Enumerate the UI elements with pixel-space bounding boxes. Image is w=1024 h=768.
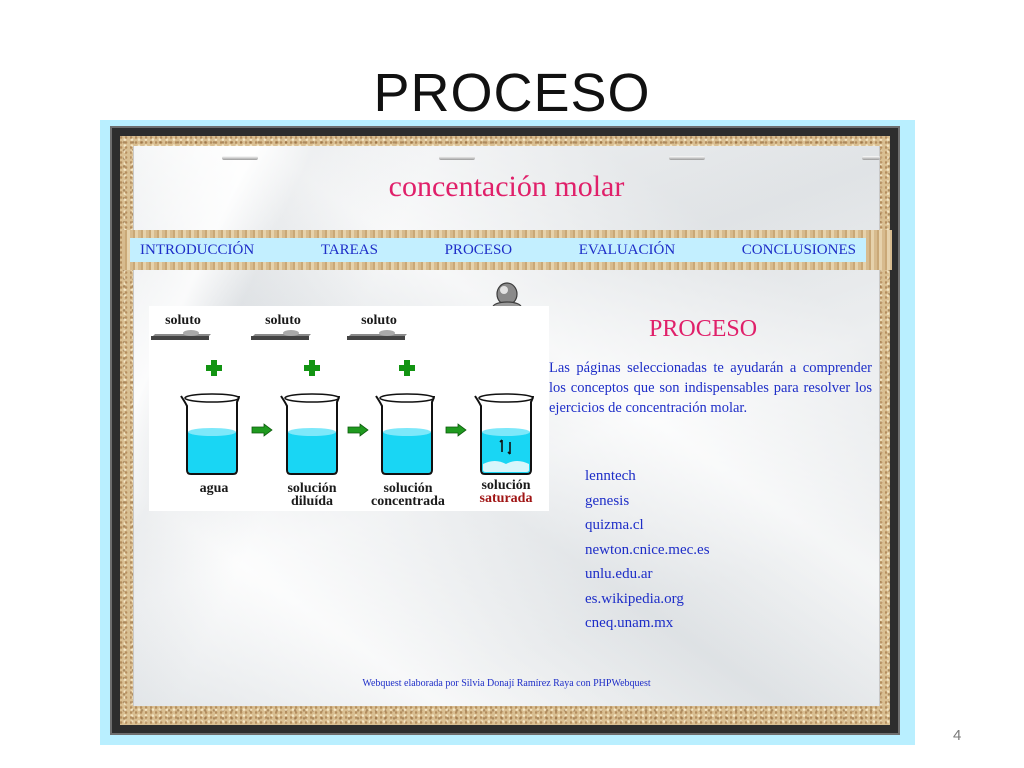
clip-icon <box>862 156 880 160</box>
link-wikipedia[interactable]: es.wikipedia.org <box>585 590 684 607</box>
solute-label: soluto <box>165 313 201 328</box>
nav-link-tareas[interactable]: TAREAS <box>320 241 378 258</box>
diagram-graphics <box>151 330 534 475</box>
nav-bar: INTRODUCCIÓN TAREAS PROCESO EVALUACIÓN C… <box>130 238 866 262</box>
link-newton[interactable]: newton.cnice.mec.es <box>585 541 710 558</box>
link-cneq[interactable]: cneq.unam.mx <box>585 615 674 631</box>
scoop-icon <box>347 330 407 340</box>
link-genesis[interactable]: genesis <box>585 492 630 509</box>
resource-links: lenntech genesis quizma.cl newton.cnice.… <box>585 464 710 636</box>
plus-icon <box>399 360 415 376</box>
slide-title: PROCESO <box>373 63 651 123</box>
webquest-screenshot: concentación molar INTRODUCCIÓN TAREAS P… <box>100 120 915 745</box>
nav-link-introduccion[interactable]: INTRODUCCIÓN <box>140 241 255 258</box>
clip-icon <box>669 156 705 160</box>
plus-icon <box>206 360 222 376</box>
beaker-saturada <box>474 393 534 475</box>
beaker-label-sub: saturada <box>479 491 533 506</box>
section-title: PROCESO <box>649 316 758 342</box>
scoop-icon <box>151 330 211 340</box>
footer-credit: Webquest elaborada por Silvia Donají Ram… <box>362 678 651 689</box>
plus-icon <box>304 360 320 376</box>
arrow-icon <box>347 423 369 437</box>
beaker-label-sub: diluída <box>290 494 334 509</box>
arrow-icon <box>445 423 467 437</box>
solute-label: soluto <box>361 313 397 328</box>
solution-diagram: soluto soluto soluto agua solución diluí… <box>149 306 549 511</box>
nav-link-proceso[interactable]: PROCESO <box>444 241 513 258</box>
beaker-label: solución <box>287 481 337 496</box>
webquest-header: concentación molar <box>388 170 625 203</box>
solute-label: soluto <box>265 313 301 328</box>
scoop-icon <box>251 330 311 340</box>
nav-strip: INTRODUCCIÓN TAREAS PROCESO EVALUACIÓN C… <box>122 230 892 270</box>
beaker-label-sub: concentrada <box>371 494 445 509</box>
clip-icon <box>222 156 258 160</box>
nav-link-conclusiones[interactable]: CONCLUSIONES <box>741 241 856 258</box>
beaker-concentrada <box>375 393 435 475</box>
nav-link-evaluacion[interactable]: EVALUACIÓN <box>578 241 676 258</box>
link-lenntech[interactable]: lenntech <box>585 468 636 484</box>
slide-number: 4 <box>953 727 962 744</box>
beaker-agua <box>180 393 240 475</box>
beaker-label: agua <box>199 481 229 496</box>
beaker-diluida <box>280 393 340 475</box>
clip-icon <box>439 156 475 160</box>
link-quizma[interactable]: quizma.cl <box>585 517 644 533</box>
beaker-label: solución <box>383 481 433 496</box>
intro-text: Las páginas seleccionadas te ayudarán a … <box>549 360 872 416</box>
arrow-icon <box>251 423 273 437</box>
paper-page: concentación molar INTRODUCCIÓN TAREAS P… <box>122 146 892 706</box>
link-unlu[interactable]: unlu.edu.ar <box>585 566 653 582</box>
beaker-label: solución <box>481 478 531 493</box>
